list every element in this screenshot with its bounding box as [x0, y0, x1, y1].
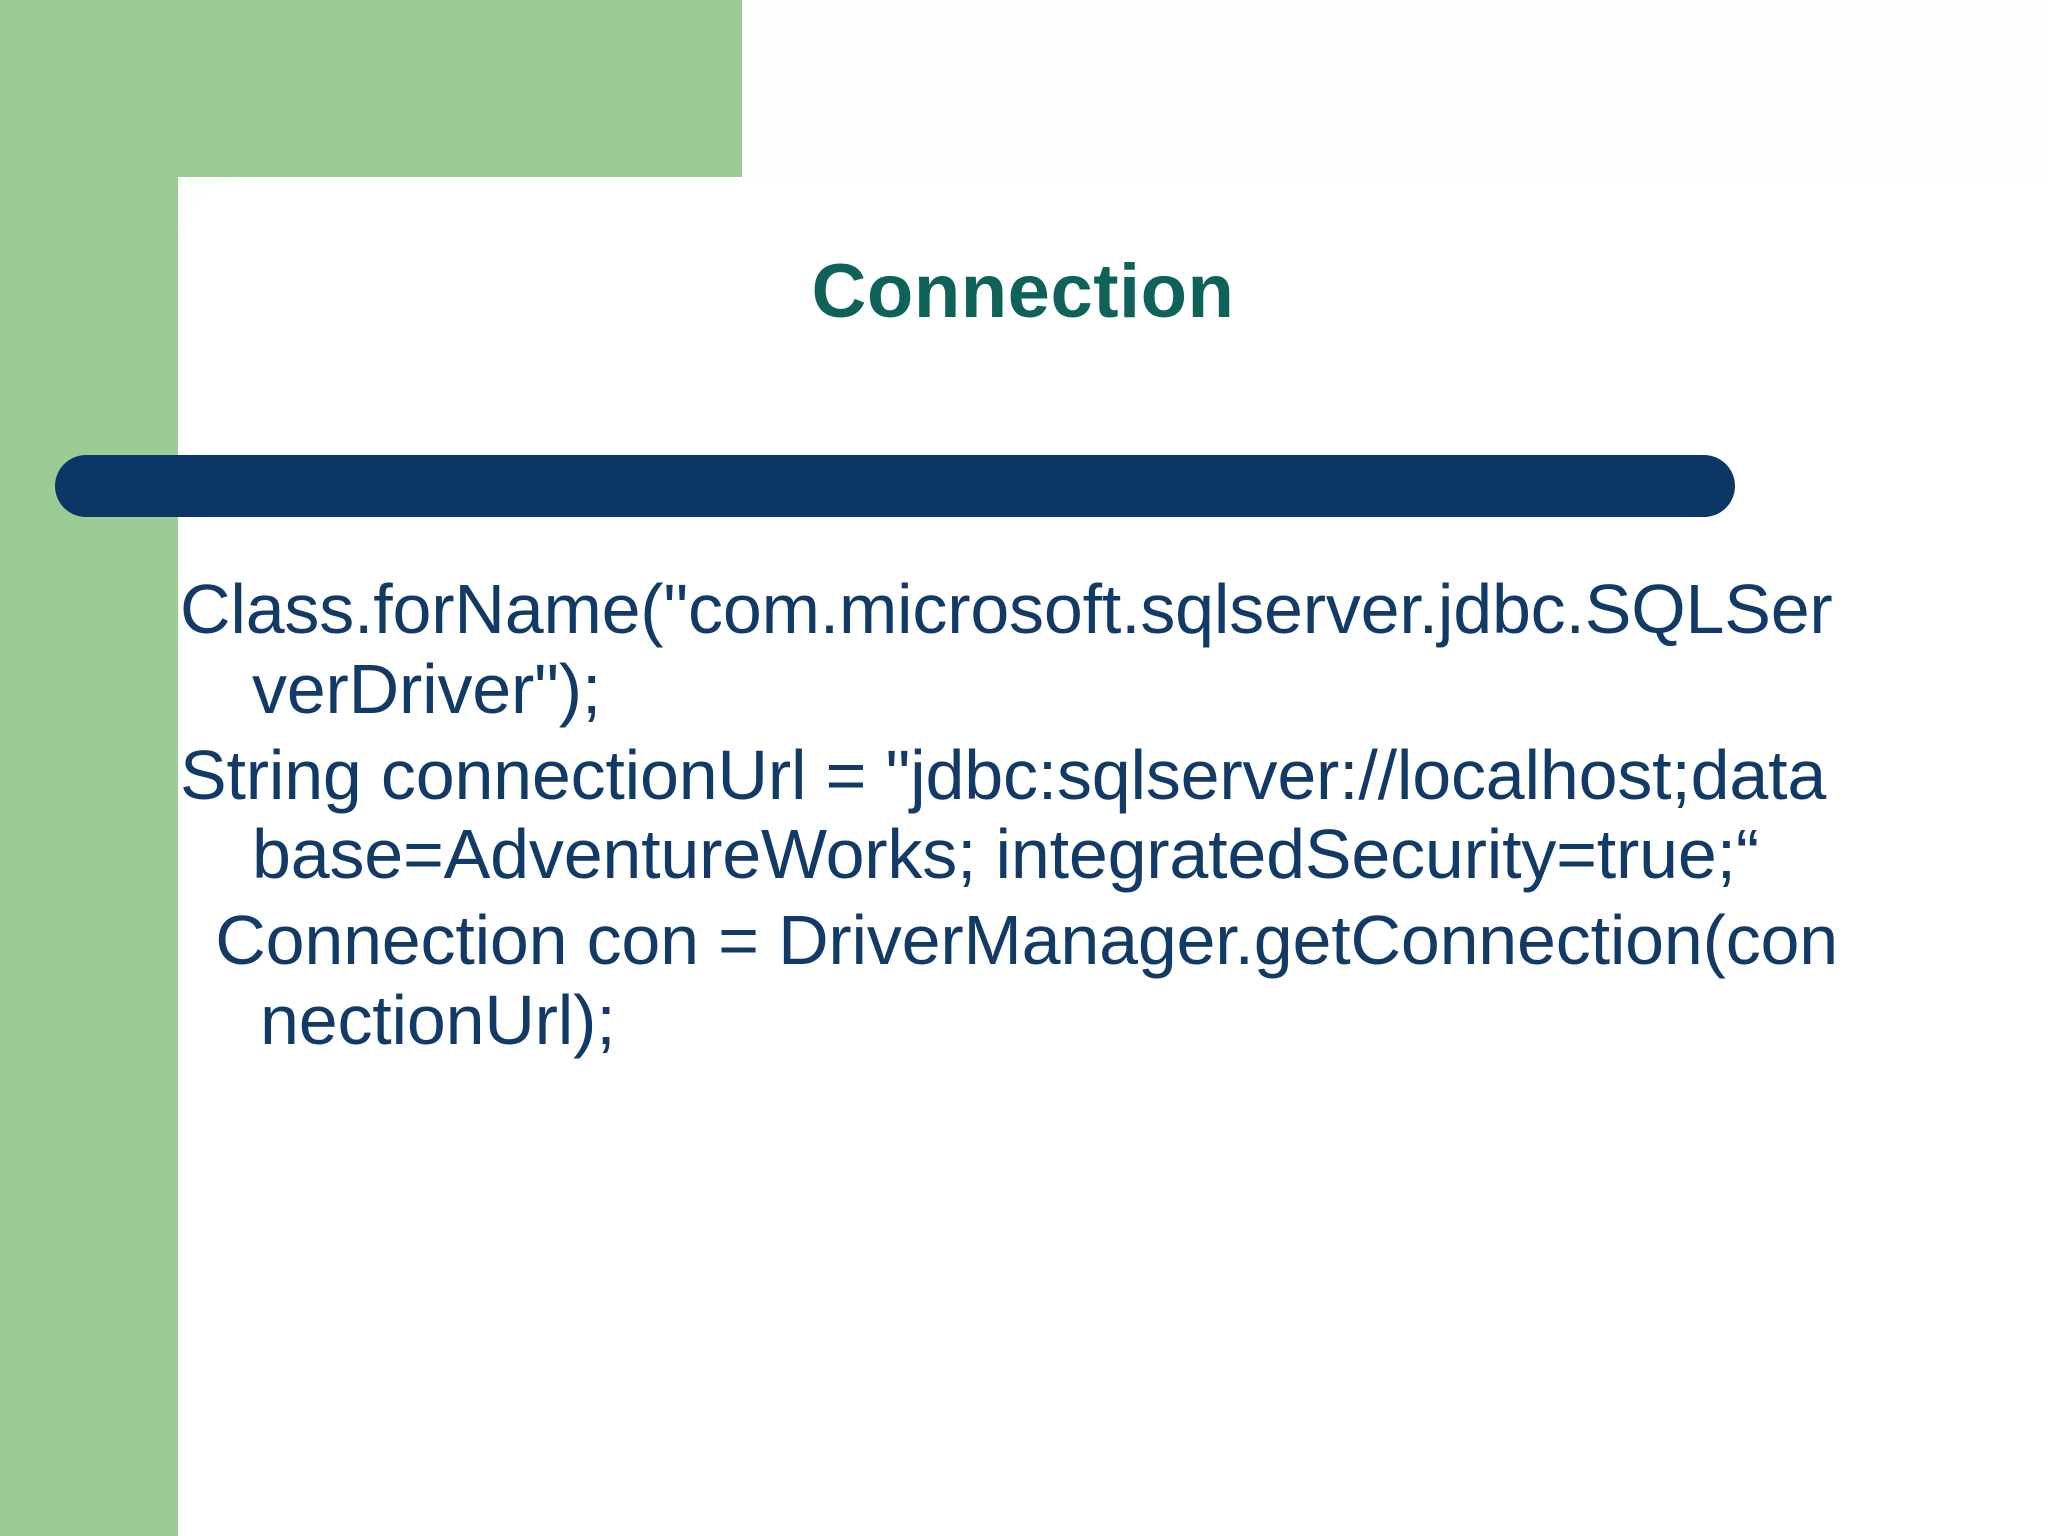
code-line: String connectionUrl = "jdbc:sqlserver:/… [180, 735, 1827, 894]
page-title: Connection [811, 249, 1235, 334]
card-top-fill [742, 0, 2048, 178]
content-card [178, 177, 2048, 1536]
code-line: Connection con = DriverManager.getConnec… [196, 901, 1839, 1059]
top-green-block [0, 0, 742, 177]
code-line: Class.forName("com.microsoft.sqlserver.j… [180, 570, 1833, 728]
title-divider-bar [55, 455, 1735, 517]
slide-body: Class.forName("com.microsoft.sqlserver.j… [180, 570, 1840, 1067]
left-green-strip [0, 0, 178, 1536]
